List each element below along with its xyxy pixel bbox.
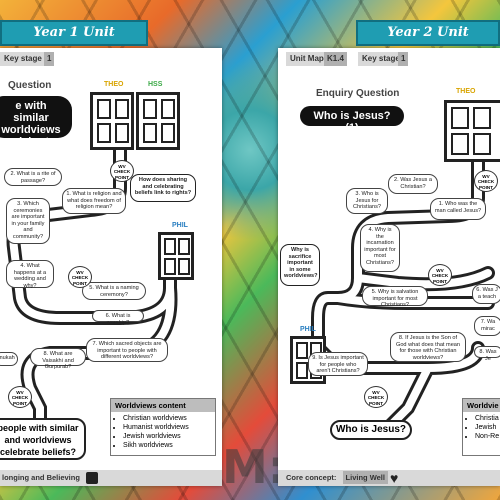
worldviews-content-box: Worldvie Christia Jewish Non-Re [462, 398, 500, 456]
big-question: e with similar worldviews celebrate beli… [0, 96, 72, 160]
bubble-rights-question: How does sharing and celebrating beliefs… [130, 174, 196, 202]
content-item: Jewish worldviews [123, 432, 215, 441]
bubble-mukah: mukah [0, 352, 18, 366]
content-item: Christia [475, 414, 500, 423]
bubble-q8b: 8. Was Je [474, 346, 500, 362]
hss-door [136, 92, 180, 150]
enquiry-title: Question [8, 80, 52, 91]
bubble-q1: 1. Who was the man called Jesus? [430, 198, 486, 220]
bubble-q5: 5. What is a naming ceremony? [82, 282, 146, 300]
bubble-q5: 5. Why is salvation important for most C… [362, 286, 428, 308]
bubble-q1: 1. What is religion and what does freedo… [62, 188, 126, 214]
bubble-q6: 6. Was J a teach [472, 284, 500, 304]
bubble-q3: 3. Which ceremonies are important in you… [6, 198, 50, 244]
content-heading: Worldviews content [111, 399, 215, 412]
door-label-phil: PHIL [172, 222, 188, 229]
bubble-q7: 7. Which sacred objects are important to… [86, 338, 168, 362]
bubble-q2: 2. Was Jesus a Christian? [388, 174, 438, 194]
worldviews-content-box: Worldviews content Christian worldviews … [110, 398, 216, 456]
bubble-sacrifice-question: Why is sacrifice important in some world… [280, 244, 320, 286]
content-item: Jewish [475, 423, 500, 432]
end-question: Who is Jesus? [330, 420, 412, 440]
right-footer: Core concept: Living Well ♥ [278, 470, 500, 486]
checkpoint-1: WV CHECK POINT [110, 160, 134, 182]
unit-map-value: K1.4 [324, 52, 347, 66]
key-stage-value: 1 [44, 52, 55, 66]
enquiry-title: Enquiry Question [316, 88, 400, 99]
right-banner: Year 2 Unit Roadmaps [356, 20, 500, 62]
unit-map-label: Unit Map [286, 52, 328, 66]
content-item: Humanist worldviews [123, 423, 215, 432]
left-roadmap-page: Key stage 1 Question e with similar worl… [0, 48, 222, 486]
big-question: Who is Jesus? (1) [300, 106, 404, 134]
footer-concept-value: Living Well [342, 471, 388, 484]
bubble-q4: 4. What happens at a wedding and why? [6, 260, 54, 289]
door-label-hss: HSS [148, 81, 163, 88]
content-item: Sikh worldviews [123, 441, 215, 450]
heart-icon: ♥ [390, 470, 399, 486]
checkpoint-1: WV CHECK POINT [474, 170, 498, 192]
theo-door [444, 100, 500, 162]
bubble-q6: 6. What is worship? [92, 310, 144, 326]
key-stage-value: 1 [398, 52, 409, 66]
bubble-q8: 8. What are Vaisakhi and Gurpurab? [30, 348, 86, 370]
key-stage-label: Key stage [0, 52, 46, 66]
checkpoint-2: WV CHECK POINT [68, 266, 92, 288]
bubble-q3: 3. Who is Jesus for Christians? [346, 188, 388, 214]
puzzle-icon [86, 472, 98, 484]
theo-door [90, 92, 134, 150]
checkpoint-2: WV CHECK POINT [428, 264, 452, 286]
bubble-q4: 4. Why is the incarnation important for … [360, 224, 400, 272]
door-label-phil: PHIL [300, 326, 316, 333]
bubble-q2: 2. What is a rite of passage? [4, 168, 62, 186]
door-label-theo: THEO [456, 88, 476, 95]
footer-concept-label: Core concept: [286, 473, 337, 482]
content-item: Non-Re [475, 432, 500, 441]
bubble-q7: 7. Wa mirac [474, 316, 500, 336]
left-banner: Year 1 Unit Roadmaps [0, 20, 148, 62]
right-roadmap-page: Unit Map K1.4 Key stage 1 Enquiry Questi… [278, 48, 500, 486]
end-question: people with similar and worldviews celeb… [0, 418, 86, 460]
checkpoint-3: WV CHECK POINT [364, 386, 388, 408]
bubble-q8: 8. If Jesus is the Son of God what does … [390, 332, 466, 362]
footer-concept: longing and Believing [2, 473, 80, 482]
phil-door [158, 232, 194, 280]
content-item: Christian worldviews [123, 414, 215, 423]
content-heading: Worldvie [463, 399, 500, 412]
door-label-theo: THEO [104, 81, 124, 88]
key-stage-label: Key stage [358, 52, 404, 66]
bubble-q9: 9. Is Jesus important for people who are… [308, 352, 368, 376]
checkpoint-3: WV CHECK POINT [8, 386, 32, 408]
left-footer: longing and Believing [0, 470, 222, 486]
